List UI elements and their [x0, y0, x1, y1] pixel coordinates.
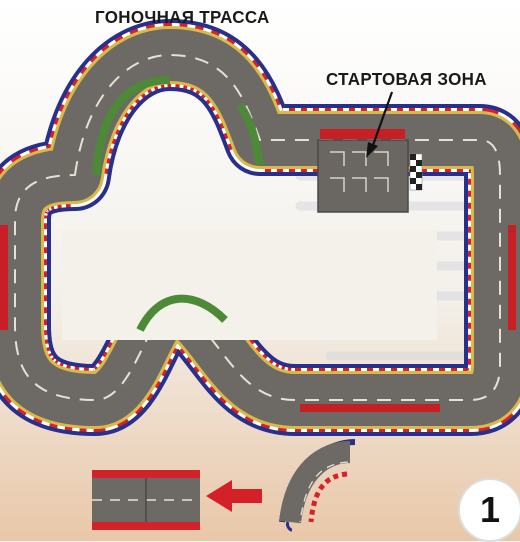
track-lane-divider [14, 54, 501, 401]
start-zone [317, 91, 423, 213]
green-barrier-top-right [236, 102, 264, 166]
grid-slots [330, 151, 389, 192]
green-barrier-top-left [92, 76, 171, 176]
start-zone-tile [317, 139, 409, 213]
assembly-illustration [92, 439, 356, 532]
step-number-badge: 1 [458, 478, 520, 542]
diagram-title: ГОНОЧНАЯ ТРАССА [95, 7, 270, 28]
barrier-segments [0, 76, 516, 412]
pointer-line-icon [366, 91, 394, 158]
start-zone-label: СТАРТОВАЯ ЗОНА [326, 69, 487, 90]
race-track [0, 19, 520, 436]
checkered-flag-icon [409, 153, 423, 191]
curved-track-piece [279, 439, 356, 532]
red-arrow-icon [206, 480, 262, 512]
straight-track-piece [92, 470, 200, 530]
track-infield [62, 230, 437, 340]
green-barrier-bottom [136, 294, 228, 332]
